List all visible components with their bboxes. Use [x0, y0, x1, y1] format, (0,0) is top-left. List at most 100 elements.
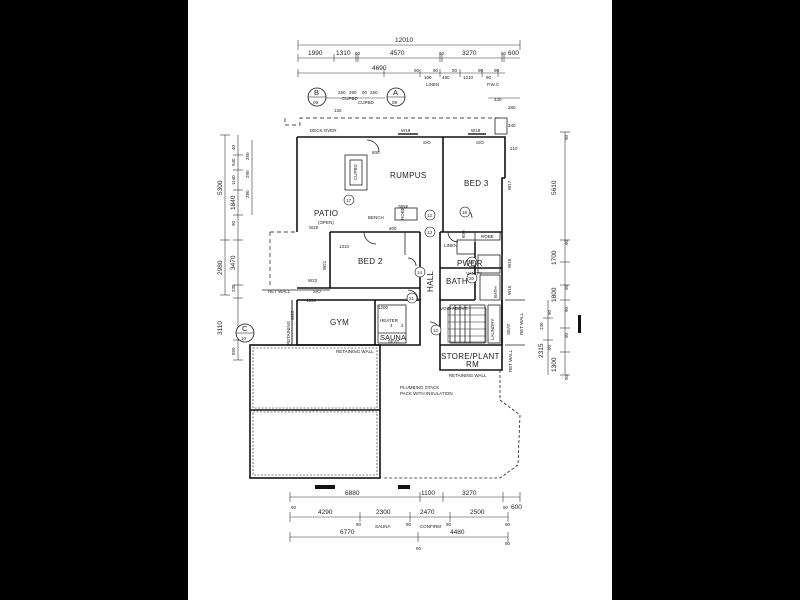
dim-top-3: 90 — [355, 51, 361, 56]
dim-bot-r2-a: 4290 — [318, 509, 333, 516]
tag-14: 14 — [417, 270, 423, 275]
room-sauna: SAUNA — [380, 333, 406, 342]
tag-12a: 12 — [427, 213, 433, 218]
room-store: STORE/PLANT — [441, 352, 500, 361]
dim-r3-c: 90 — [362, 90, 368, 95]
dim-top-5: 90 — [439, 51, 445, 56]
label-w19: W19 — [401, 128, 411, 133]
dim-bot-r2-g: 2500 — [470, 509, 485, 516]
marker-a-sheet: 08 — [392, 100, 398, 105]
dim-left-3470: 3470 — [230, 255, 237, 270]
dim-r3r-c: 340 — [508, 123, 516, 128]
label-so-1: S/O — [423, 140, 431, 145]
label-sink: SINK — [398, 204, 409, 209]
dim-r2-a: 90 — [414, 68, 420, 73]
dim-bot-r2-b: 90 — [356, 522, 362, 527]
dim-right-1300: 1300 — [551, 357, 558, 372]
label-1200: 1200 — [378, 305, 389, 310]
label-linen-top: LINEN — [426, 82, 439, 87]
label-600-b: 600 — [389, 226, 397, 231]
dim-right-1800: 1800 — [551, 287, 558, 302]
label-retaining-wall: RETAINING WALL — [336, 349, 374, 354]
tag-16: 16 — [462, 210, 468, 215]
label-1310: 1310 — [339, 244, 350, 249]
label-w17: W17 — [507, 180, 512, 190]
tag-20: 20 — [469, 276, 475, 281]
dim-r2-g: 90 — [478, 68, 484, 73]
dim-right-90d: 90 — [564, 306, 569, 312]
dim-r3-a: 260 — [338, 90, 346, 95]
label-seat: SEAT — [388, 339, 400, 344]
dim-left-40: 40 — [231, 144, 236, 150]
label-ret-wall-2: RET WALL — [508, 349, 513, 372]
label-sauna-dim: SAUNA — [375, 524, 391, 529]
room-bed3: BED 3 — [464, 179, 489, 188]
dim-bot-r1-e: 90 — [503, 505, 509, 510]
dim-left-230: 230 — [231, 284, 236, 292]
dim-bot-r2-d: 90 — [406, 522, 412, 527]
label-w23: W23 — [290, 310, 295, 320]
dim-r3-d: 260 — [370, 90, 378, 95]
dim-bot-r2-h: 90 — [505, 522, 511, 527]
label-1990: 1990 — [306, 298, 317, 303]
dim-bot-r2-e: 2470 — [420, 509, 435, 516]
tag-21: 21 — [409, 296, 415, 301]
marker-b-letter: B — [314, 88, 319, 97]
label-w22: W22 — [308, 278, 318, 283]
marker-b-sheet: 09 — [313, 100, 319, 105]
label-n2: 2 — [401, 323, 404, 328]
marker-a-letter: A — [393, 88, 398, 97]
room-store-2: RM — [466, 360, 479, 369]
dim-bot-r1-a: 90 — [291, 505, 297, 510]
label-600-c: 600 — [461, 230, 466, 238]
dim-top-6: 3270 — [462, 50, 477, 57]
dim-top-8: 600 — [508, 50, 519, 57]
room-patio: PATIO — [314, 209, 338, 218]
garage-hatch — [249, 344, 381, 479]
dim-bot-r2-f: 90 — [446, 522, 452, 527]
dim-left-5300: 5300 — [217, 180, 224, 195]
dim-bot-r3-d: 90 — [505, 541, 511, 546]
label-bench: BENCH — [368, 215, 384, 220]
dim-r3r-d: 210 — [510, 146, 518, 151]
dim-bot-r1-c: 1100 — [421, 490, 435, 497]
dim-right-90c: 90 — [564, 284, 569, 290]
dim-right-90b: 90 — [564, 239, 569, 245]
label-pwc-top: P.W.C — [487, 82, 500, 87]
dim-right-90h: 90 — [547, 344, 552, 350]
dim-right-2315: 2315 — [538, 343, 545, 358]
room-gym: GYM — [330, 318, 349, 327]
dim-r2-h: 90 — [486, 75, 492, 80]
dim-right-1700: 1700 — [551, 250, 558, 265]
label-bath-small: BATH — [493, 286, 498, 298]
label-n4: 4 — [390, 323, 393, 328]
label-plumbing-1: PLUMBING STACK — [400, 385, 439, 390]
floor-plan-drawing — [220, 40, 581, 542]
label-plumbing-2: PACK WITH INSULATION — [400, 391, 453, 396]
dim-right-130: 130 — [539, 322, 544, 330]
dim-left-940: 940 — [231, 158, 236, 166]
dim-top-7: 90 — [501, 51, 507, 56]
label-so-2: S/O — [476, 140, 484, 145]
label-ret-wall-3: RET WALL — [519, 312, 524, 335]
dim-r2-f: 1210 — [463, 75, 474, 80]
label-robe-2: ROBE — [400, 207, 405, 220]
label-600-a: 600 — [372, 150, 380, 155]
room-rumpus: RUMPUS — [390, 171, 426, 180]
dim-bot-r3-a: 6770 — [340, 529, 355, 536]
dim-r2-b: 100 — [424, 75, 432, 80]
label-robe: ROBE — [481, 234, 494, 239]
label-void-above: VOID ABOVE — [440, 306, 468, 311]
dim-bot-r3-c: 4480 — [450, 529, 465, 536]
label-ret-wall-1: RET WALL — [268, 289, 291, 294]
tag-17: 17 — [346, 198, 352, 203]
label-linen: LINEN — [444, 243, 457, 248]
label-cupbd: CUPBD — [353, 163, 358, 180]
dim-left-3110: 3110 — [217, 321, 224, 335]
dim-left-1840: 1840 — [230, 195, 237, 210]
dim-r2-e: 90 — [452, 68, 458, 73]
label-w16: W16 — [507, 258, 512, 268]
marker-c-sheet: 10 — [241, 336, 247, 341]
label-vanity: VANITY — [466, 271, 482, 276]
tag-13: 13 — [427, 230, 433, 235]
